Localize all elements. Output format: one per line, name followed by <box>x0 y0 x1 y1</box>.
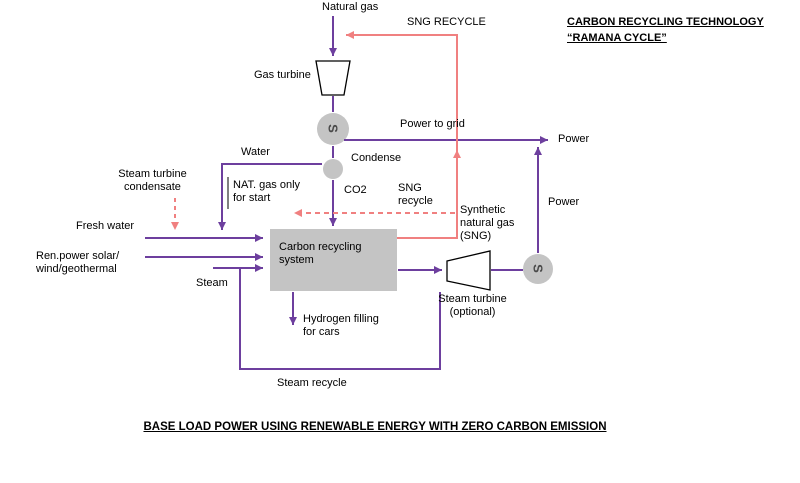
ren-power-label: Ren.power solar/ wind/geothermal <box>36 250 120 275</box>
sng-recycle-mid-label: SNG recycle <box>398 182 433 207</box>
sng-recycle-main-arrow <box>346 31 458 239</box>
condenser-circle <box>323 159 343 179</box>
steam-label: Steam <box>196 277 228 289</box>
power-right-label: Power <box>558 133 590 145</box>
carbon-recycling-system-box <box>270 229 397 291</box>
gas-turbine-shape <box>315 60 351 96</box>
carbon-recycling-system-label: Carbon recycling system <box>279 241 362 266</box>
fresh-water-label: Fresh water <box>76 220 135 232</box>
steam-turbine-shape <box>446 250 491 291</box>
steam-recycle-loop <box>239 268 441 370</box>
steam-turbine-condensate-label: Steam turbine condensate <box>118 168 187 193</box>
hydrogen-filling-label: Hydrogen filling for cars <box>303 313 379 338</box>
nat-gas-only-label: NAT. gas only for start <box>233 179 301 204</box>
power-to-grid-label: Power to grid <box>400 118 465 130</box>
diagram-title: CARBON RECYCLING TECHNOLOGY “RAMANA CYCL… <box>567 15 792 47</box>
water-arrow <box>218 163 322 230</box>
co2-label: CO2 <box>344 184 367 196</box>
water-label: Water <box>241 146 270 158</box>
synthetic-ng-label: Synthetic natural gas (SNG) <box>460 204 515 242</box>
sng-recycle-top-label: SNG RECYCLE <box>407 16 486 28</box>
condense-label: Condense <box>351 152 402 164</box>
generator-circle-right <box>523 254 553 284</box>
gas-turbine-label: Gas turbine <box>254 69 311 81</box>
generator-s-right-letter: S <box>530 264 546 273</box>
steam-recycle-label: Steam recycle <box>277 377 347 389</box>
title-line1: CARBON RECYCLING TECHNOLOGY <box>567 16 764 28</box>
natural-gas-label: Natural gas <box>322 1 379 13</box>
title-line2: “RAMANA CYCLE” <box>567 31 667 44</box>
generator-circle-top <box>317 113 349 145</box>
bottom-caption: BASE LOAD POWER USING RENEWABLE ENERGY W… <box>143 421 607 433</box>
steam-turbine-optional-label: Steam turbine (optional) <box>438 293 507 318</box>
generator-s-top-letter: S <box>325 124 341 133</box>
power-mid-label: Power <box>548 196 580 208</box>
